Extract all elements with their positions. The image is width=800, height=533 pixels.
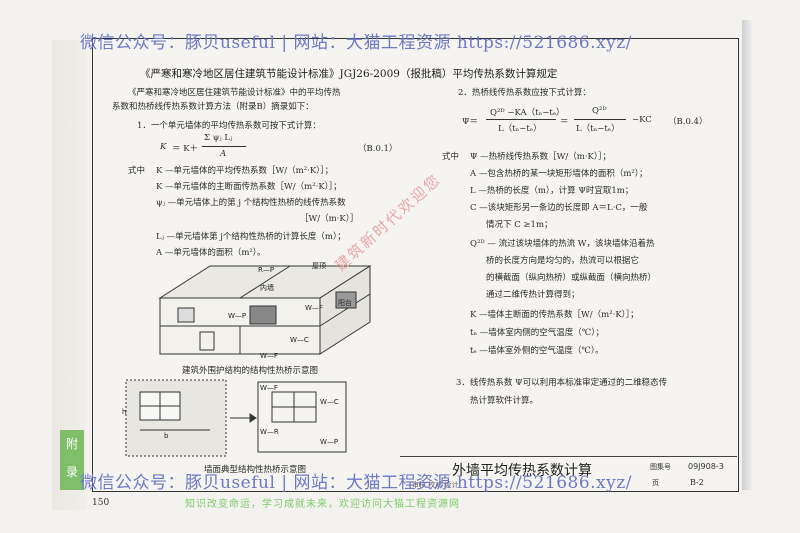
psi-fraction-line-2 [574,119,626,120]
item-3-cont: 热计算软件计算。 [470,396,539,406]
label-wp-plan: W—P [320,438,338,446]
def-psi-2: Ψ —热桥线传热系数［W/（m·K）］； [470,152,611,162]
def-k-2: K —墙体主断面的传热系数［W/（m²·K）］； [470,310,639,320]
label-h: h [122,408,126,416]
signature-row: 审核 校对 设计 [412,481,459,489]
page-edge [742,20,752,490]
building-thermal-bridge-diagram: R—P 屋顶 内墙 W—F W—P W—C W—F 阳台 [158,262,372,360]
title-block [400,456,737,491]
figure-caption-2: 墙面典型结构性热桥示意图 [204,465,307,475]
label-roof: 屋顶 [312,262,326,270]
label-wc-plan: W—C [320,398,339,406]
psi-fraction-line-1 [486,119,556,120]
intro-line-1: 《严寒和寒冷地区居住建筑节能设计标准》中的平均传热 [128,88,341,98]
def-k-main: K —单元墙体的主断面传热系数［W/（m²·K）］； [156,182,342,192]
item-1: 1．一个单元墙体的平均传热系数可按下式计算： [137,121,321,131]
def-c-cont: 情况下 C ≥1m； [486,220,553,230]
item-3: 3．线传热系数 Ψ可以利用本标准审定通过的二维稳态传 [456,378,668,388]
psi-tail: −KC [632,115,652,125]
page-number: 150 [92,498,110,508]
label-balcony: 阳台 [338,298,352,307]
label-wf-2: W—F [260,352,278,360]
formula-rhs: ＝ K＋ [172,144,199,154]
atlas-number: 09J908-3 [688,462,724,471]
def-area: A —单元墙体的面积（m²）。 [156,248,266,258]
label-rp: R—P [258,266,274,274]
label-b: b [164,432,169,440]
label-inner-wall: 内墙 [260,283,274,292]
sheet-number: B-2 [690,478,704,487]
fraction-line [202,146,246,147]
def-q2d-4: 通过二维传热计算得到； [486,290,580,300]
green-watermark: 知识改变命运，学习成就未来，欢迎访问大猫工程资源网 [185,499,460,510]
def-tn: tₙ —墙体室内侧的空气温度（℃）； [470,328,605,338]
atlas-label: 图集号 [650,463,671,471]
where-label: 式中 [128,166,146,176]
equation-number: （B.0.1） [358,144,398,154]
def-psi-unit: ［W/（m·K）］ [300,214,359,224]
psi-numerator-2: Q²ᴰ [592,106,607,116]
def-area-2: A —包含热桥的某一块矩形墙体的面积（m²）； [470,169,648,179]
where-label-2: 式中 [442,152,460,162]
def-length-2: L —热桥的长度（m），计算 Ψ时宜取1m； [470,186,634,196]
appendix-tab: 附录 [60,430,84,490]
def-c: C —该块矩形另一条边的长度即 A＝L·C，一般 [470,203,648,213]
formula-denominator: A [220,149,227,159]
psi-numerator-1: Q²ᴰ −KA（tₙ−tₑ） [490,108,565,118]
psi-denominator-2: L（tₙ−tₑ） [576,124,620,134]
def-q2d-3: 的横截面（纵向热桥）或纵截面（横向热桥） [486,273,657,283]
formula-numerator: Σ ψⱼ Lⱼ [204,133,233,143]
bottom-watermark: 微信公众号：豚贝useful | 网站：大猫工程资源 https://52168… [80,473,632,493]
label-wp: W—P [228,312,246,320]
drawing-title: 外墙平均传热系数计算 [452,463,592,479]
label-wr-plan: W—R [260,428,279,436]
formula-lhs: K [160,142,167,152]
intro-line-2: 系数和热桥线传热系数计算方法（附录B）摘录如下： [112,102,314,112]
equation-number-2: （B.0.4） [668,117,708,127]
page-label: 页 [652,479,659,487]
def-psi: ψⱼ —单元墙体上的第 j 个结构性热桥的线传热系数 [156,198,346,208]
def-q2d-2: 桥的长度方向是均匀的，热流可以根据它 [486,256,640,266]
label-wf-plan: W—F [260,384,278,392]
page-title: 《严寒和寒冷地区居住建筑节能设计标准》JGJ26-2009（报批稿）平均传热系数… [140,68,558,80]
def-length: Lⱼ —单元墙体第 j个结构性热桥的计算长度（m）； [156,232,346,242]
top-watermark: 微信公众号：豚贝useful | 网站：大猫工程资源 https://52168… [80,33,632,53]
psi-denominator-1: L（tₙ−tₑ） [498,124,542,134]
figure-caption-1: 建筑外围护结构的结构性热桥示意图 [182,366,319,376]
def-k-avg: K —单元墙体的平均传热系数［W/（m²·K）］； [156,166,334,176]
equals-sign: ＝ [560,117,569,127]
wall-thermal-bridge-plan: b h W—F W—C W—R W—P [122,379,347,457]
item-2: 2．热桥线传热系数应按下式计算： [458,88,591,98]
label-wf-1: W—F [305,304,323,312]
def-te: tₑ —墙体室外侧的空气温度（℃）。 [470,346,604,356]
def-q2d: Q²ᴰ — 流过该块墙体的热流 W，该块墙体沿着热 [470,239,655,249]
psi-symbol: Ψ＝ [462,117,478,127]
label-wc: W—C [290,336,309,344]
